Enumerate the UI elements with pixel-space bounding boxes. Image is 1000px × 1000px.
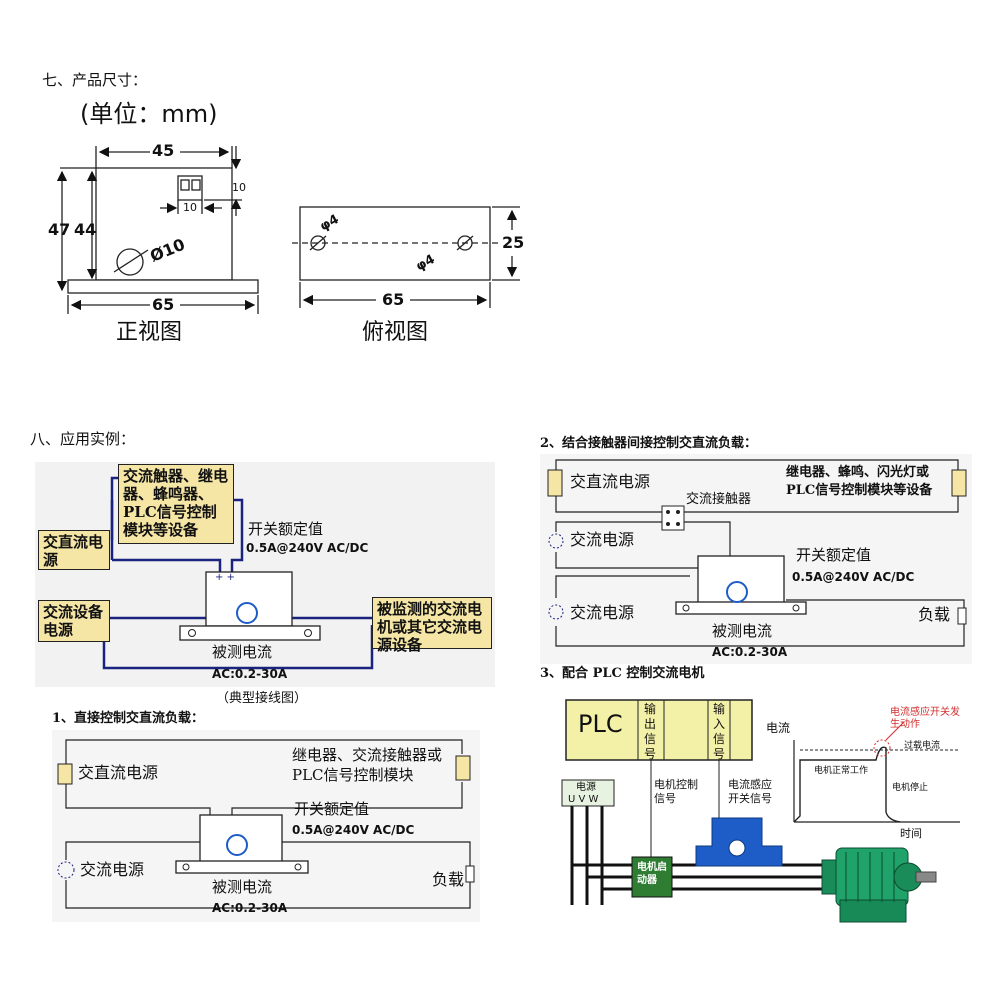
- ex1-relay: 继电器、交流接触器或PLC信号控制模块: [292, 746, 443, 784]
- ex1-rating-value: 0.5A@240V AC/DC: [292, 823, 415, 837]
- ex2-range: AC:0.2-30A: [712, 645, 788, 659]
- dim-height-inner: 44: [74, 220, 97, 239]
- typical-measured: 被测电流: [212, 643, 273, 661]
- ex3-title: 3、配合 PLC 控制交流电机: [540, 666, 705, 681]
- ex1-dc-power: 交直流电源: [78, 763, 159, 782]
- front-view-caption: 正视图: [116, 320, 183, 345]
- unit-label: (单位：mm): [80, 100, 218, 128]
- ex2-contactor: 交流接触器: [686, 492, 752, 507]
- section8-title: 八、应用实例：: [30, 430, 136, 448]
- dim-depth: 25: [502, 233, 525, 252]
- dim-base-front: 65: [152, 295, 175, 314]
- typical-rating-title: 开关额定值: [248, 520, 324, 538]
- ex1-range: AC:0.2-30A: [212, 901, 288, 915]
- section7-title: 七、产品尺寸：: [42, 71, 148, 89]
- ex1-load: 负载: [432, 870, 465, 889]
- ex2-ac-power2: 交流电源: [570, 603, 635, 622]
- dim-terminal-height: 10: [232, 181, 246, 194]
- ex3-out-signal: 输出信号: [644, 702, 657, 761]
- ex3-note-trigger: 电流感应开关发生动作: [890, 707, 960, 730]
- current-time-chart: [793, 721, 960, 823]
- ex2-rating-title: 开关额定值: [796, 546, 872, 564]
- box-monitored-device: 被监测的交流电机或其它交流电源设备: [372, 597, 492, 654]
- ex3-uvw: U V W: [568, 794, 599, 805]
- ex2-rating-value: 0.5A@240V AC/DC: [792, 570, 915, 584]
- ex2-relay: 继电器、蜂鸣、闪光灯或PLC信号控制模块等设备: [786, 465, 933, 498]
- dim-width-top: 45: [152, 141, 175, 160]
- box-dc-power: 交直流电源: [38, 530, 110, 570]
- ex3-note-overload: 过载电流: [904, 741, 941, 751]
- box-ac-power: 交流设备电源: [38, 600, 110, 642]
- ex3-chart-xlabel: 时间: [900, 827, 922, 840]
- svg-text:+ +: + +: [215, 572, 235, 583]
- ex3-plc: PLC: [578, 710, 623, 738]
- ex3-power: 电源: [576, 782, 596, 793]
- ex3-in-signal: 输入信号: [713, 702, 726, 761]
- ex1-ac-power: 交流电源: [80, 860, 145, 879]
- ex2-title: 2、结合接触器间接控制交直流负载：: [540, 436, 758, 451]
- ex3-starter: 电机启动器: [637, 862, 667, 886]
- ex3-chart-ylabel: 电流: [766, 721, 791, 735]
- ex1-rating-title: 开关额定值: [294, 800, 370, 818]
- dim-base-top: 65: [382, 290, 405, 309]
- ex3-note-normal: 电机正常工作: [814, 766, 869, 776]
- dim-terminal-width: 10: [183, 201, 197, 214]
- front-view-drawing: [56, 146, 259, 314]
- typical-range: AC:0.2-30A: [212, 667, 288, 681]
- dim-height-outer: 47: [48, 220, 71, 239]
- ex1-title: 1、直接控制交直流负载：: [52, 711, 205, 726]
- typical-caption: （典型接线图）: [216, 691, 308, 706]
- ex1-measured: 被测电流: [212, 878, 273, 896]
- ex3-sense: 电流感应开关信号: [728, 778, 772, 805]
- typical-rating-value: 0.5A@240V AC/DC: [246, 541, 369, 555]
- ex3-note-stop: 电机停止: [892, 783, 929, 793]
- ex2-dc-power: 交直流电源: [570, 472, 651, 491]
- ex2-load: 负载: [918, 605, 951, 624]
- ex2-ac-power1: 交流电源: [570, 530, 635, 549]
- top-view-caption: 俯视图: [362, 320, 429, 345]
- box-load-devices: 交流触器、继电器、蜂鸣器、PLC信号控制模块等设备: [118, 464, 234, 544]
- top-view-drawing: [292, 206, 520, 308]
- ex3-motor-ctrl: 电机控制信号: [654, 778, 698, 805]
- ex2-measured: 被测电流: [712, 622, 773, 640]
